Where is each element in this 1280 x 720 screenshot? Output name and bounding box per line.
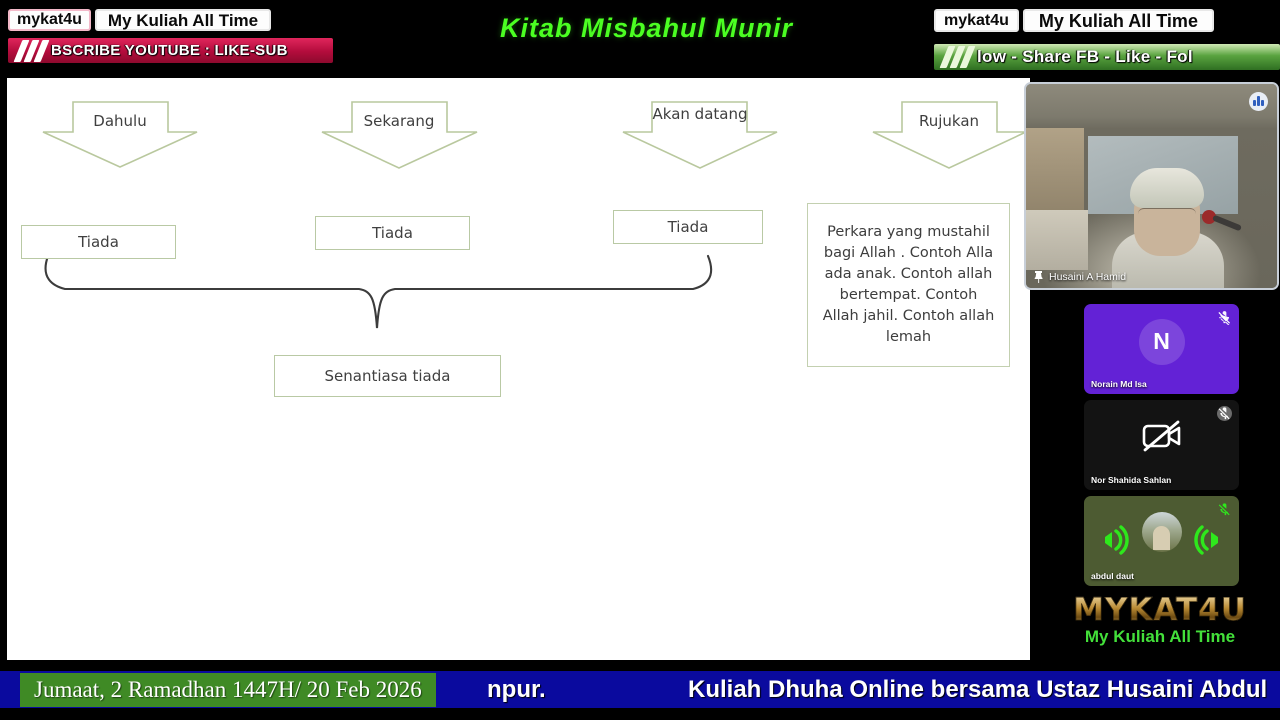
arrow-label-dahulu: Dahulu bbox=[93, 112, 147, 130]
participant-name: Nor Shahida Sahlan bbox=[1091, 475, 1172, 485]
logo-tagline: My Kuliah All Time bbox=[1084, 627, 1236, 646]
camera-off-icon bbox=[1142, 420, 1180, 452]
background-shelf bbox=[1026, 128, 1084, 223]
right-channel-name: My Kuliah All Time bbox=[1022, 9, 1214, 32]
arrow-label-sekarang: Sekarang bbox=[363, 112, 435, 130]
avatar: N bbox=[1138, 318, 1185, 365]
participant-name: Norain Md Isa bbox=[1091, 379, 1147, 389]
video-background bbox=[1026, 84, 1277, 288]
left-channel-tag: mykat4u bbox=[8, 9, 91, 31]
audio-level-icon bbox=[1249, 92, 1268, 111]
overlay-right-badges: mykat4u My Kuliah All Time bbox=[934, 9, 1214, 32]
speaker-headwear bbox=[1130, 168, 1204, 208]
participant-tile-norain[interactable]: N Norain Md Isa bbox=[1084, 304, 1239, 394]
arrow-dahulu-icon bbox=[42, 101, 198, 168]
participant-tile-abdul-daut[interactable]: abdul daut bbox=[1084, 496, 1239, 586]
mic-off-icon bbox=[1218, 503, 1230, 516]
participant-avatar-photo bbox=[1141, 512, 1182, 552]
logo-wordmark: MYKAT4U bbox=[1040, 592, 1280, 629]
background-panel bbox=[1026, 210, 1088, 270]
overlay-left-badges: mykat4u My Kuliah All Time bbox=[8, 9, 272, 31]
arrow-label-rujukan: Rujukan bbox=[918, 112, 980, 130]
right-strip-text: low - Share FB - Like - Fol bbox=[977, 47, 1193, 66]
lecture-title: Kitab Misbahul Munir bbox=[500, 13, 793, 43]
date-banner: Jumaat, 2 Ramadhan 1447H/ 20 Feb 2026 bbox=[20, 673, 436, 707]
arrow-label-akan-datang: Akan datang bbox=[652, 105, 748, 123]
speaker-glasses bbox=[1138, 208, 1196, 220]
ticker-left-fragment: npur. bbox=[487, 675, 546, 703]
box-senantiasa-tiada: Senantiasa tiada bbox=[274, 355, 501, 397]
main-video-namebar: Husaini A Hamid bbox=[1026, 266, 1277, 288]
mic-off-icon bbox=[1218, 311, 1231, 325]
ticker-text: Kuliah Dhuha Online bersama Ustaz Husain… bbox=[688, 675, 1268, 703]
slide-vector-layer bbox=[42, 101, 1027, 329]
mic-off-icon bbox=[1217, 406, 1232, 421]
main-video-tile[interactable]: Husaini A Hamid bbox=[1024, 82, 1279, 290]
slash-logo-icon bbox=[8, 39, 55, 62]
left-strip-text: BSCRIBE YOUTUBE : LIKE-SUB bbox=[51, 42, 288, 59]
box-tiada-3: Tiada bbox=[613, 210, 763, 244]
speaking-indicator-left-icon bbox=[1105, 525, 1129, 555]
overlay-left-strip: BSCRIBE YOUTUBE : LIKE-SUB bbox=[8, 38, 333, 63]
participant-name: abdul daut bbox=[1091, 571, 1134, 581]
overlay-right-strip: low - Share FB - Like - Fol bbox=[934, 44, 1280, 70]
mykat4u-logo: MYKAT4U My Kuliah All Time bbox=[1040, 592, 1280, 647]
microphone-boom bbox=[1211, 214, 1243, 232]
pin-icon bbox=[1034, 271, 1043, 283]
right-channel-tag: mykat4u bbox=[934, 9, 1019, 32]
box-tiada-1: Tiada bbox=[21, 225, 176, 259]
brace-connector bbox=[44, 254, 713, 329]
arrow-akan-datang-icon bbox=[622, 101, 778, 169]
arrow-sekarang-icon bbox=[321, 101, 478, 169]
left-channel-name: My Kuliah All Time bbox=[94, 9, 272, 31]
main-speaker-name: Husaini A Hamid bbox=[1049, 271, 1127, 283]
box-tiada-2: Tiada bbox=[315, 216, 470, 250]
slash-logo-icon bbox=[934, 46, 981, 68]
box-rujukan-paragraph: Perkara yang mustahil bagi Allah . Conto… bbox=[807, 203, 1010, 367]
arrow-rujukan-icon bbox=[872, 101, 1027, 169]
speaking-indicator-right-icon bbox=[1194, 525, 1218, 555]
presentation-slide: Dahulu Sekarang Akan datang Rujukan Tiad… bbox=[7, 78, 1030, 660]
participant-tile-nor-shahida[interactable]: Nor Shahida Sahlan bbox=[1084, 400, 1239, 490]
